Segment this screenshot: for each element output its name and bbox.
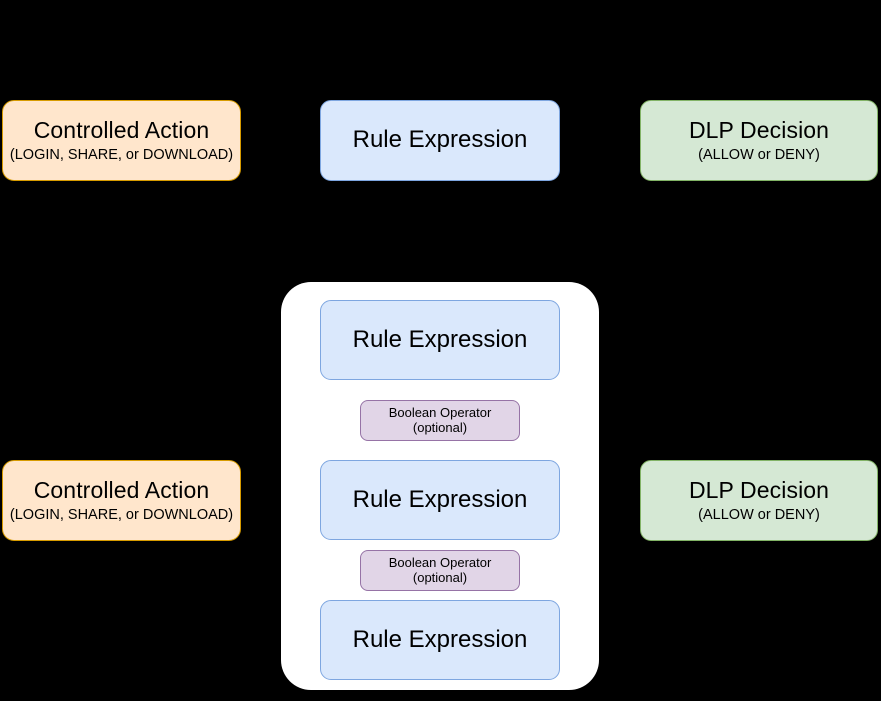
rule-expression-title: Rule Expression	[352, 485, 528, 513]
dlp-decision-node-bottom[interactable]: DLP Decision (ALLOW or DENY)	[640, 460, 878, 541]
dlp-decision-title: DLP Decision	[688, 117, 830, 143]
dlp-decision-subtitle: (ALLOW or DENY)	[698, 146, 820, 163]
boolean-operator-node-1[interactable]: Boolean Operator (optional)	[360, 400, 520, 441]
rule-expression-title: Rule Expression	[352, 126, 528, 154]
rule-expression-node-group-1[interactable]: Rule Expression	[320, 300, 560, 380]
dlp-decision-node-top[interactable]: DLP Decision (ALLOW or DENY)	[640, 100, 878, 181]
boolean-operator-label: Boolean Operator (optional)	[388, 404, 492, 435]
controlled-action-node-top[interactable]: Controlled Action (LOGIN, SHARE, or DOWN…	[2, 100, 241, 181]
rule-expression-title: Rule Expression	[352, 625, 528, 653]
dlp-decision-title: DLP Decision	[688, 477, 830, 503]
controlled-action-subtitle: (LOGIN, SHARE, or DOWNLOAD)	[9, 506, 234, 523]
boolean-operator-label: Boolean Operator (optional)	[388, 554, 492, 585]
rule-expression-node-top[interactable]: Rule Expression	[320, 100, 560, 181]
rule-expression-title: Rule Expression	[352, 325, 528, 353]
rule-expression-node-group-2[interactable]: Rule Expression	[320, 460, 560, 540]
controlled-action-title: Controlled Action	[33, 477, 210, 503]
boolean-operator-node-2[interactable]: Boolean Operator (optional)	[360, 550, 520, 591]
dlp-decision-subtitle: (ALLOW or DENY)	[698, 506, 820, 523]
rule-expression-node-group-3[interactable]: Rule Expression	[320, 600, 560, 680]
controlled-action-subtitle: (LOGIN, SHARE, or DOWNLOAD)	[9, 146, 234, 163]
controlled-action-title: Controlled Action	[33, 117, 210, 143]
controlled-action-node-bottom[interactable]: Controlled Action (LOGIN, SHARE, or DOWN…	[2, 460, 241, 541]
